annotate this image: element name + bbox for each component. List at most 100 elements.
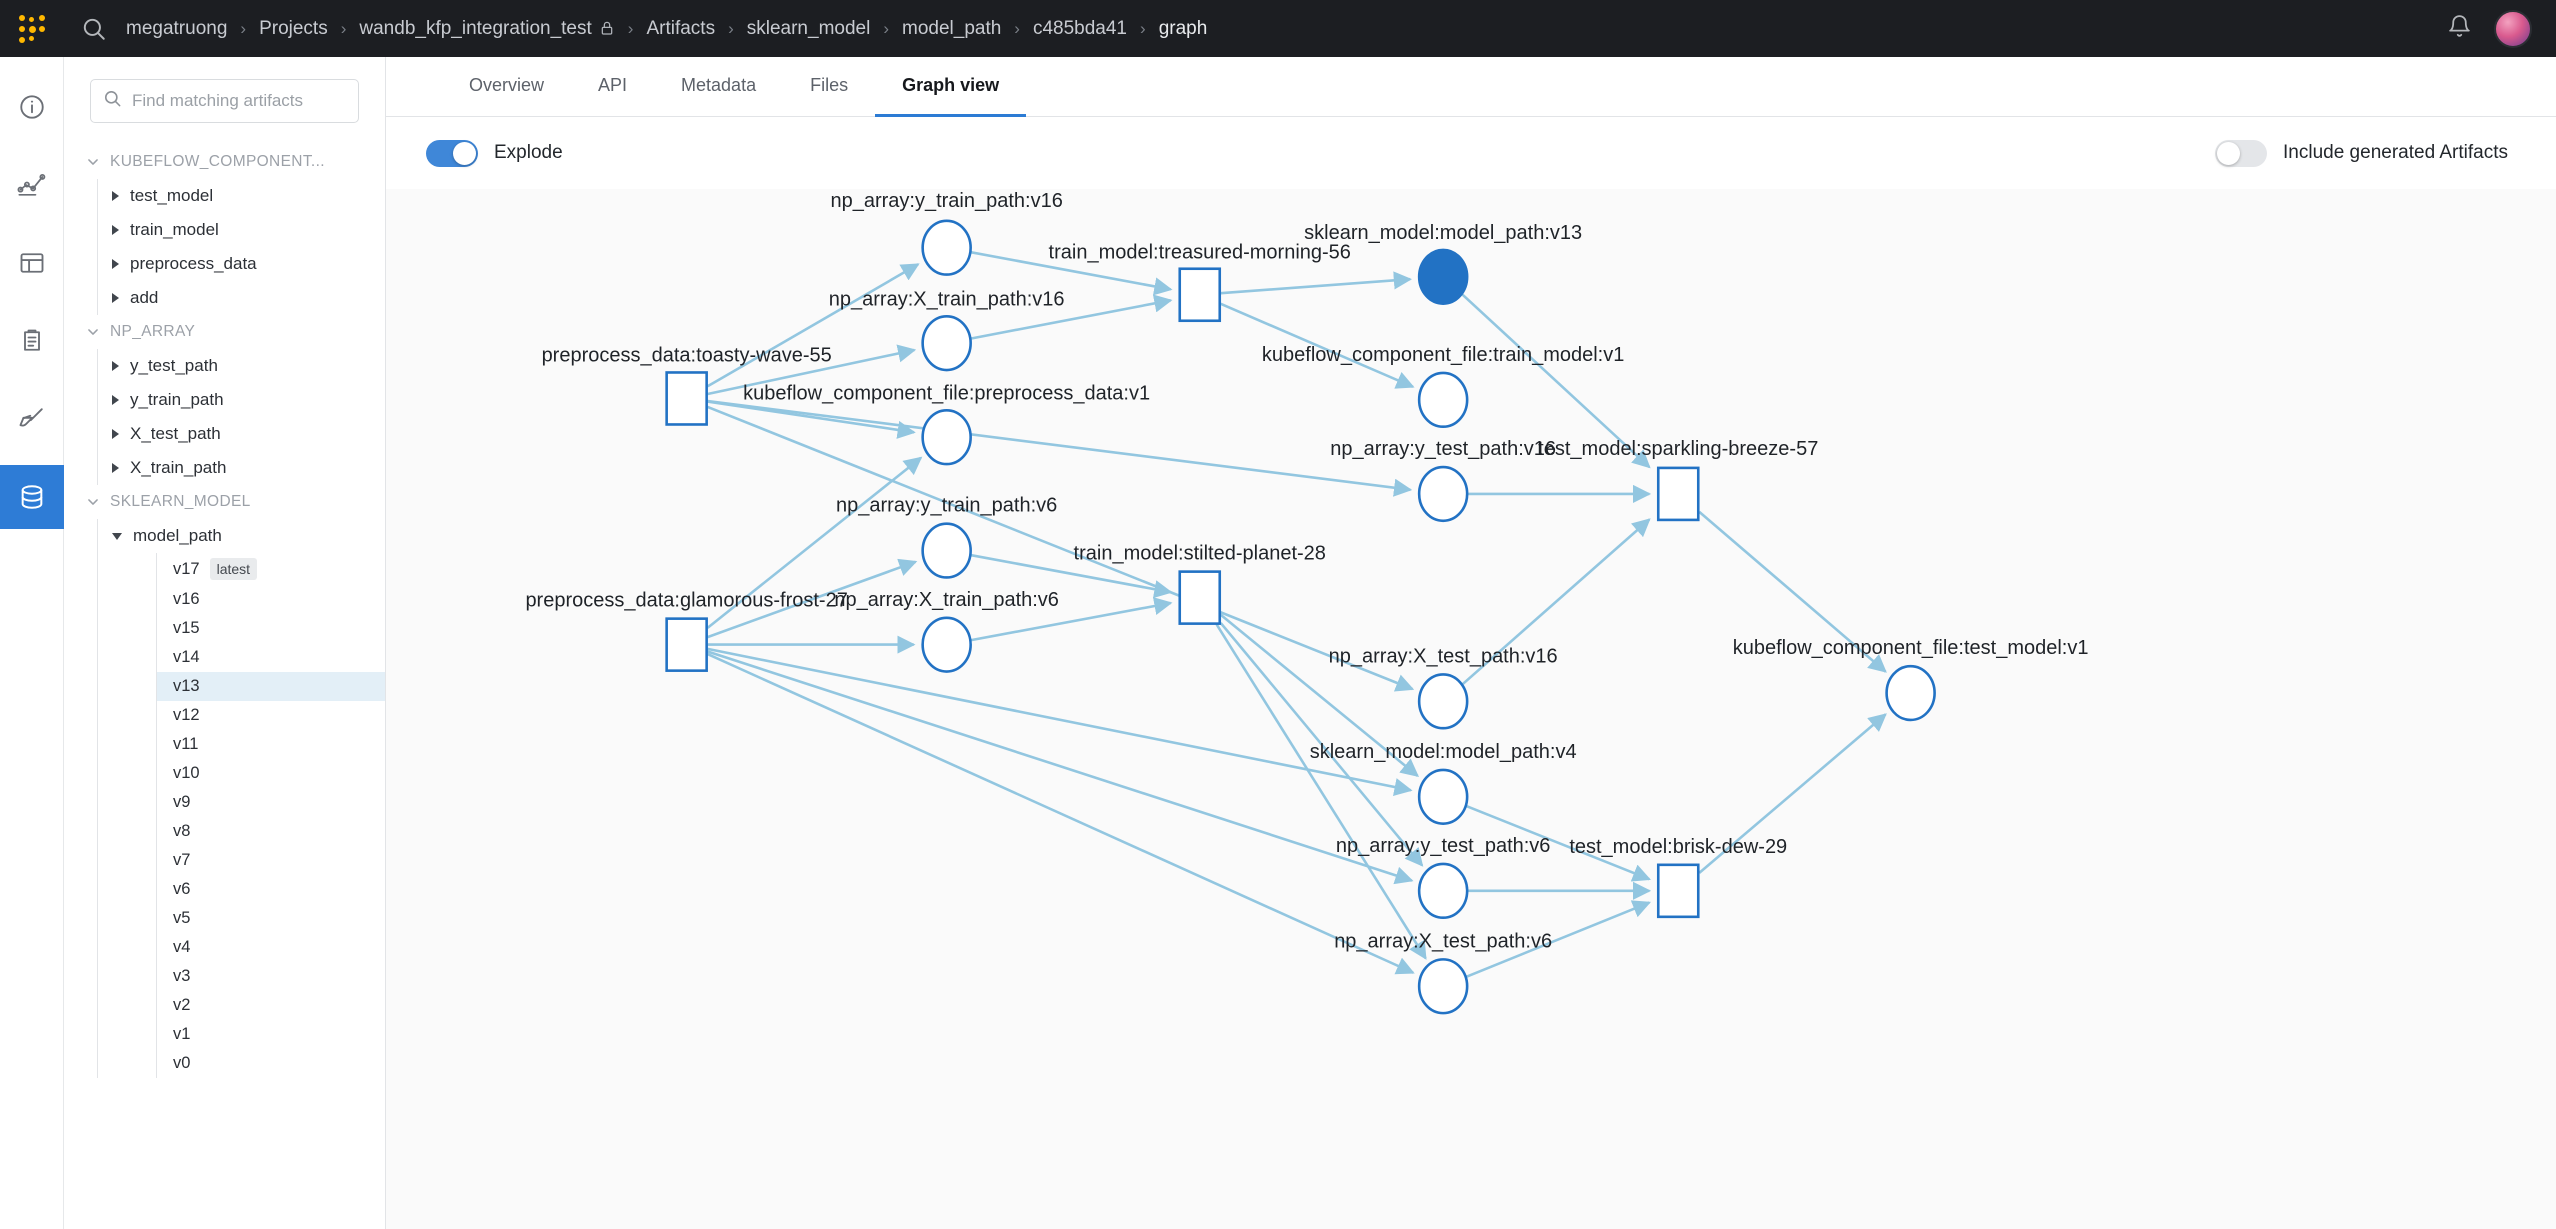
version-label: v17 <box>173 559 200 578</box>
graph-node-run[interactable] <box>665 617 708 672</box>
database-icon[interactable] <box>0 465 64 529</box>
tab-overview[interactable]: Overview <box>469 75 545 95</box>
graph-node-label: kubeflow_component_file:test_model:v1 <box>1733 637 2089 659</box>
caret-right-icon <box>112 225 119 235</box>
breadcrumb-item-wandb-kfp-integration-test[interactable]: wandb_kfp_integration_test <box>357 18 616 40</box>
version-item-v6[interactable]: v6 <box>157 875 385 904</box>
info-circle-icon[interactable] <box>0 75 64 139</box>
tree-item-y-train-path[interactable]: y_train_path <box>98 383 385 417</box>
breadcrumb-item-megatruong[interactable]: megatruong <box>126 17 228 39</box>
version-item-v7[interactable]: v7 <box>157 846 385 875</box>
include-generated-toggle-group[interactable]: Include generated Artifacts <box>2215 139 2508 167</box>
tree-group-kubeflow-component[interactable]: KUBEFLOW_COMPONENT... <box>64 145 385 179</box>
version-item-v9[interactable]: v9 <box>157 788 385 817</box>
explode-toggle[interactable] <box>426 139 478 167</box>
bell-icon[interactable] <box>2447 14 2472 44</box>
tab-files[interactable]: Files <box>810 75 849 95</box>
version-item-v15[interactable]: v15 <box>157 614 385 643</box>
graph-node-artifact[interactable] <box>1417 958 1469 1015</box>
tree-item-x-train-path[interactable]: X_train_path <box>98 451 385 485</box>
tree-item-model-path[interactable]: model_path <box>98 519 385 553</box>
graph-node-artifact[interactable] <box>1417 248 1469 305</box>
graph-node-artifact[interactable] <box>921 522 972 579</box>
graph-nodes[interactable] <box>665 219 1936 1015</box>
latest-badge: latest <box>209 558 258 581</box>
version-label: v1 <box>173 1025 191 1044</box>
table-icon[interactable] <box>0 231 64 295</box>
tree-item-test-model[interactable]: test_model <box>98 179 385 213</box>
tab-graph-view[interactable]: Graph view <box>875 57 1027 117</box>
broom-icon[interactable] <box>0 387 64 451</box>
graph-node-artifact[interactable] <box>921 314 972 372</box>
include-generated-toggle[interactable] <box>2215 139 2268 167</box>
version-item-v4[interactable]: v4 <box>157 933 385 962</box>
graph-node-artifact[interactable] <box>1885 664 1936 722</box>
graph-edge <box>1465 804 1651 882</box>
graph-edge <box>970 251 1173 296</box>
graph-node-run[interactable] <box>1178 570 1222 625</box>
version-item-v0[interactable]: v0 <box>157 1049 385 1078</box>
graph-node-run[interactable] <box>1178 267 1222 323</box>
tree-item-preprocess-data[interactable]: preprocess_data <box>98 247 385 281</box>
version-item-v11[interactable]: v11 <box>157 730 385 759</box>
breadcrumb-item-sklearn-model[interactable]: sklearn_model <box>746 17 871 39</box>
version-label: v11 <box>173 735 199 754</box>
graph-node-artifact[interactable] <box>1417 768 1469 825</box>
search-input[interactable] <box>132 91 346 111</box>
breadcrumb-item-c485bda41[interactable]: c485bda41 <box>1032 17 1128 39</box>
graph-node-artifact[interactable] <box>921 409 972 466</box>
breadcrumb-item-projects[interactable]: Projects <box>259 17 328 39</box>
breadcrumb-separator: › <box>627 18 634 38</box>
graph-node-run[interactable] <box>665 371 708 426</box>
version-item-v5[interactable]: v5 <box>157 904 385 933</box>
version-item-v14[interactable]: v14 <box>157 643 385 672</box>
breadcrumb-item-artifacts[interactable]: Artifacts <box>646 17 716 39</box>
version-item-v1[interactable]: v1 <box>157 1020 385 1049</box>
graph-node-label: np_array:X_test_path:v16 <box>1329 645 1558 667</box>
clipboard-icon[interactable] <box>0 309 64 373</box>
version-item-v10[interactable]: v10 <box>157 759 385 788</box>
avatar[interactable] <box>2494 9 2532 48</box>
graph-node-artifact[interactable] <box>921 219 972 276</box>
tree-item-train-model[interactable]: train_model <box>98 213 385 247</box>
artifact-dag[interactable]: np_array:y_train_path:v16train_model:tre… <box>386 189 2556 1229</box>
version-item-v13[interactable]: v13 <box>157 672 385 702</box>
graph-node-label: test_model:sparkling-breeze-57 <box>1538 438 1818 460</box>
graph-node-run[interactable] <box>1656 466 1700 522</box>
graph-node-artifact[interactable] <box>1417 371 1469 429</box>
version-item-v2[interactable]: v2 <box>157 991 385 1020</box>
version-label: v3 <box>173 967 191 986</box>
version-label: v16 <box>173 590 200 609</box>
breadcrumb-item-model-path[interactable]: model_path <box>902 17 1002 39</box>
caret-right-icon <box>112 429 119 439</box>
graph-node-artifact[interactable] <box>1417 862 1469 920</box>
graph-edge <box>707 647 1413 796</box>
version-item-v3[interactable]: v3 <box>157 962 385 991</box>
artifact-search-box[interactable] <box>90 79 359 123</box>
tree-item-add[interactable]: add <box>98 281 385 315</box>
tree-item-x-test-path[interactable]: X_test_path <box>98 417 385 451</box>
version-label: v4 <box>173 938 191 957</box>
graph-node-artifact[interactable] <box>1417 673 1469 730</box>
explode-toggle-group[interactable]: Explode <box>426 139 563 167</box>
version-item-v17[interactable]: v17 latest <box>157 553 385 585</box>
tree-group-sklearn-model[interactable]: SKLEARN_MODEL <box>64 485 385 519</box>
graph-node-artifact[interactable] <box>1417 465 1469 523</box>
breadcrumb-item-graph[interactable]: graph <box>1158 17 1208 39</box>
tab-api[interactable]: API <box>598 75 628 95</box>
version-item-v12[interactable]: v12 <box>157 701 385 730</box>
version-item-v16[interactable]: v16 <box>157 585 385 614</box>
tab-metadata[interactable]: Metadata <box>681 75 757 95</box>
line-chart-icon[interactable] <box>0 153 64 217</box>
graph-node-run[interactable] <box>1656 863 1700 919</box>
graph-node-label: sklearn_model:model_path:v4 <box>1310 741 1577 763</box>
tree-group-np-array[interactable]: NP_ARRAY <box>64 315 385 349</box>
caret-right-icon <box>112 259 119 269</box>
version-item-v8[interactable]: v8 <box>157 817 385 846</box>
search-icon[interactable] <box>64 0 124 57</box>
tree-item-y-test-path[interactable]: y_test_path <box>98 349 385 383</box>
wandb-dots-logo[interactable] <box>0 0 64 57</box>
tree-item-label: model_path <box>133 526 222 545</box>
graph-node-artifact[interactable] <box>921 616 972 673</box>
